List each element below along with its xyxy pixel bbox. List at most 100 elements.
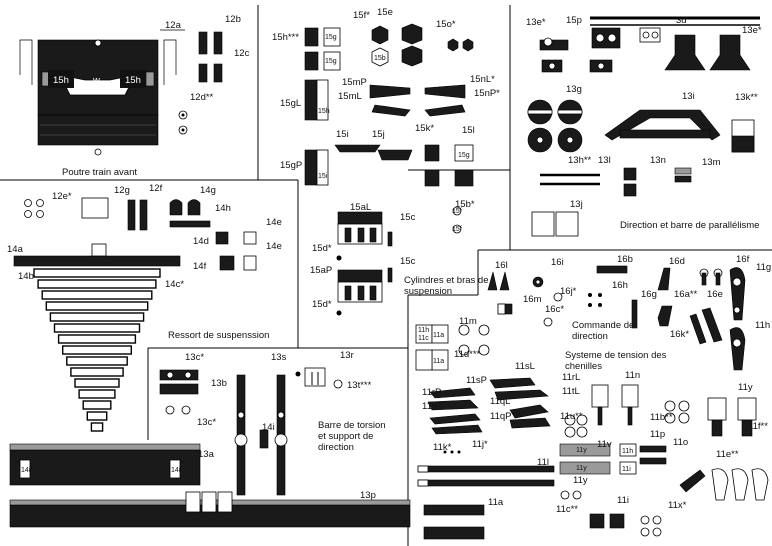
label-14e-b: 14e <box>266 241 282 252</box>
label-11qP: 11qP <box>490 411 511 422</box>
label-13h: 13h** <box>568 155 592 166</box>
mark-11c: 11c <box>418 335 429 342</box>
label-16e: 16e <box>707 289 723 300</box>
mark-15h-b: 15h <box>318 108 330 115</box>
mark-15g-b: 15g <box>325 58 337 65</box>
mark-15b: 15b <box>374 55 386 62</box>
caption-spring: Ressort de suspenssion <box>168 330 269 341</box>
label-11i: 11i <box>617 495 629 506</box>
mark-w: w <box>92 75 100 86</box>
label-15c-a: 15c <box>400 212 416 223</box>
label-13c-b: 13c* <box>197 417 216 428</box>
label-15h-stars: 15h*** <box>272 32 299 43</box>
spring-stack <box>33 268 161 432</box>
label-13e-b: 13e* <box>742 25 762 36</box>
spring-leaf <box>82 400 112 410</box>
label-11h: 11h <box>755 320 770 331</box>
label-13m: 13m <box>702 157 721 168</box>
label-13k: 13k** <box>735 92 758 103</box>
label-15l: 15l <box>462 125 475 136</box>
label-13g: 13g <box>566 84 582 95</box>
label-14f: 14f <box>193 261 207 272</box>
mark-15h-left: 15h <box>53 75 69 86</box>
label-11l: 11l <box>537 457 549 468</box>
label-16k: 16k* <box>670 329 689 340</box>
label-12d: 12d** <box>190 92 214 103</box>
label-11e: 11e** <box>716 449 739 460</box>
mark-15g-a: 15g <box>325 34 337 41</box>
label-11qL: 11qL <box>490 396 510 407</box>
label-13p: 13p <box>360 490 376 501</box>
label-11n: 11n <box>625 370 640 381</box>
spring-leaf <box>74 378 120 388</box>
label-11y-a: 11y <box>738 382 753 393</box>
mark-11y-a: 11y <box>576 447 587 454</box>
label-12a: 12a <box>165 20 182 31</box>
label-15j: 15j <box>372 129 385 140</box>
label-13j: 13j <box>570 199 583 210</box>
caption-front-beam: Poutre train avant <box>62 167 137 178</box>
label-13l: 13l <box>598 155 611 166</box>
spring-leaf <box>45 301 149 311</box>
label-11d: 11d*** <box>454 349 481 360</box>
mark-15h-right: 15h <box>125 75 141 86</box>
label-13s: 13s <box>271 352 287 363</box>
label-15d-b: 15d* <box>312 299 332 310</box>
cylinder-arm-parts <box>336 206 462 316</box>
label-12f: 12f <box>149 183 163 194</box>
label-14i: 14i <box>262 422 275 433</box>
label-11sP: 11sP <box>466 375 487 386</box>
label-15mP: 15mP <box>342 77 367 88</box>
spring-leaf <box>86 411 108 421</box>
label-13r: 13r <box>340 350 354 361</box>
label-11tL: 11tL <box>562 386 580 397</box>
label-13n: 13n <box>650 155 666 166</box>
label-11m: 11m <box>459 316 477 327</box>
torsion-parts <box>9 367 411 528</box>
label-16a: 16a** <box>674 289 698 300</box>
label-12e: 12e* <box>52 191 72 202</box>
mark-11a-b: 11a <box>433 358 444 365</box>
spring-leaf <box>49 312 145 322</box>
label-13e-a: 13e* <box>526 17 546 28</box>
label-15nP: 15nP* <box>474 88 500 99</box>
label-14g: 14g <box>200 185 216 196</box>
mark-11a-a: 11a <box>433 332 444 339</box>
label-11tP: 11tP <box>422 401 441 412</box>
label-14b: 14b <box>18 271 34 282</box>
label-16d: 16d <box>669 256 685 267</box>
spring-leaf <box>78 389 116 399</box>
label-15gP: 15gP <box>280 160 302 171</box>
label-11p: 11p <box>650 429 665 440</box>
front-beam-group: 15h 15h w <box>19 31 223 156</box>
label-15k: 15k* <box>415 123 434 134</box>
mark-14i-a: 14i <box>21 467 31 474</box>
mark-11h: 11h <box>418 327 429 334</box>
label-16l: 16l <box>495 260 508 271</box>
label-13c-a: 13c* <box>185 352 204 363</box>
label-13t: 13t*** <box>347 380 372 391</box>
mark-14i-b: 14i <box>171 467 181 474</box>
mark-11y-b: 11y <box>576 465 587 472</box>
label-12b: 12b <box>225 14 241 25</box>
cylinder-parts-top <box>304 23 474 187</box>
label-11g: 11g <box>756 262 771 273</box>
label-14e-a: 14e <box>266 217 282 228</box>
caption-steering: Direction et barre de parallélisme <box>620 220 759 231</box>
spring-parts <box>13 197 257 271</box>
label-14d: 14d <box>193 236 209 247</box>
label-16g: 16g <box>641 289 657 300</box>
label-16i: 16i <box>551 257 564 268</box>
label-15f: 15f* <box>353 10 370 21</box>
spring-leaf <box>62 345 132 355</box>
label-15d-a: 15d* <box>312 243 332 254</box>
mark-15g-c: 15g <box>458 152 470 159</box>
label-16m: 16m <box>523 294 542 305</box>
label-15o: 15o* <box>436 19 456 30</box>
label-14a: 14a <box>7 244 24 255</box>
spring-leaf <box>70 367 124 377</box>
label-11rL: 11rL <box>562 372 580 383</box>
